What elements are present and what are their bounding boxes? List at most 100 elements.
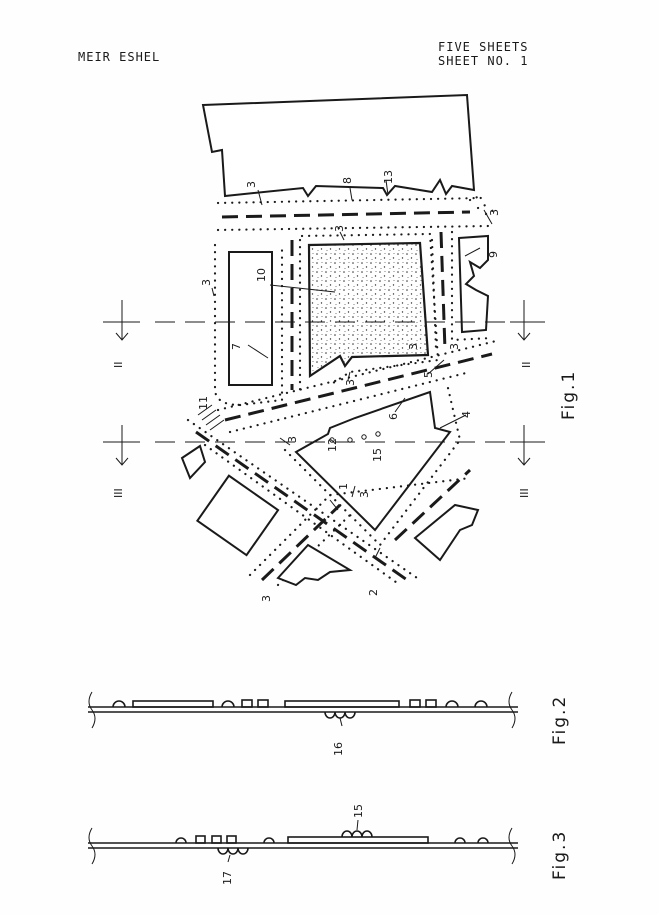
fig3-break-left	[88, 827, 96, 865]
label-7: 7	[230, 343, 243, 350]
fig2-raised-plate-2	[284, 700, 400, 708]
label-3-inner: 3	[407, 343, 420, 350]
road-dash-cross-2	[260, 503, 342, 582]
fig3-leader-15	[356, 819, 359, 831]
fig2-bump-1	[112, 700, 126, 708]
fig2-block-3	[409, 699, 421, 708]
road-dots-diag-upper	[216, 338, 502, 412]
figure-1-caption: Fig.1	[559, 370, 579, 420]
label-6: 6	[387, 413, 400, 420]
fig2-bump-4	[474, 700, 488, 708]
block-fragment-right	[413, 503, 480, 562]
figure-3-section-view	[88, 819, 518, 865]
label-10: 10	[255, 268, 268, 282]
fig2-leader-16	[339, 717, 343, 727]
section-label-iii-left: III	[112, 488, 125, 498]
label-5: 5	[422, 371, 435, 378]
fig3-under-bumps-17	[217, 847, 249, 855]
label-3-right-mid: 3	[448, 343, 461, 350]
block-fragment-left	[180, 444, 207, 480]
fig2-under-bumps-16	[324, 711, 356, 719]
label-2: 2	[367, 589, 380, 596]
fig3-bumps-15	[341, 830, 373, 838]
figure-2-section-view	[88, 691, 518, 729]
building-block-4	[294, 390, 452, 532]
fig3-bump-2	[263, 837, 275, 844]
road-dash-vertical-right	[439, 231, 447, 351]
fig2-bump-2	[221, 700, 235, 708]
road-dots-upper-right	[468, 194, 496, 216]
figure-2-caption: Fig.2	[550, 695, 570, 745]
road-dots-cross-3	[248, 476, 472, 577]
central-plaza-10	[307, 241, 430, 379]
road-dots-cross-1	[186, 418, 422, 582]
fig2-block-4	[425, 699, 437, 708]
fig2-break-right	[508, 691, 516, 729]
figure-3-caption: Fig.3	[550, 830, 570, 880]
crosswalk-11	[197, 404, 225, 431]
label-3-center: 3	[344, 379, 357, 386]
building-block-lower-left	[195, 474, 280, 557]
fig2-bump-3	[445, 700, 459, 708]
sheet-count: FIVE SHEETS	[438, 40, 529, 54]
label-17: 17	[221, 871, 234, 885]
road-dash-diag	[224, 352, 493, 422]
section-line-iii-right	[510, 425, 545, 466]
fig3-leader-17	[227, 854, 231, 863]
fig3-bump-4	[477, 837, 489, 844]
section-label-ii-left: II	[112, 362, 125, 369]
fig3-block-2	[211, 835, 222, 844]
label-15-fig3: 15	[352, 804, 365, 818]
building-block-top	[201, 93, 476, 198]
figure-1-plan-view	[103, 93, 545, 587]
fig2-raised-plate-1	[132, 700, 214, 708]
label-3-lower: 3	[358, 491, 371, 498]
label-4: 4	[460, 411, 473, 418]
marker-15a	[329, 437, 335, 443]
label-3-top: 3	[245, 181, 258, 188]
road-dots-diag-lower	[228, 370, 472, 434]
section-line-iii-left	[103, 425, 140, 466]
label-11: 11	[197, 396, 210, 410]
fig3-bump-1	[175, 837, 187, 844]
label-3-plaza: 3	[333, 225, 346, 232]
road-dots-around-7	[213, 243, 284, 407]
section-label-ii-right: II	[520, 362, 533, 369]
section-label-iii-right: III	[518, 488, 531, 498]
marker-15c	[361, 434, 367, 440]
section-line-ii-right	[510, 300, 545, 341]
road-dots-around-10	[300, 232, 440, 387]
label-3-upper-right: 3	[488, 209, 501, 216]
building-block-7	[228, 251, 273, 386]
inventor-name: MEIR ESHEL	[78, 50, 161, 64]
section-line-ii-left	[103, 300, 140, 341]
road-dots-top	[216, 196, 484, 205]
label-13: 13	[382, 170, 395, 184]
road-dash-top	[221, 210, 471, 219]
fig2-break-left	[88, 691, 96, 729]
label-1: 1	[337, 483, 350, 490]
label-3-left: 3	[200, 279, 213, 286]
leader-lines	[211, 179, 493, 559]
label-9: 9	[487, 251, 500, 258]
road-dots-top-2	[216, 224, 492, 232]
road-dots-cross-2	[203, 443, 402, 587]
label-15-fig1: 15	[371, 448, 384, 462]
label-3-triangle: 3	[286, 436, 299, 443]
block-fragment-bottom	[276, 543, 354, 587]
label-8: 8	[341, 177, 354, 184]
fig3-block-1	[195, 835, 206, 844]
fig3-bump-3	[454, 837, 466, 844]
road-dots-around-9	[450, 230, 494, 342]
fig3-break-right	[508, 827, 516, 865]
fig2-block-2	[257, 699, 269, 708]
road-dash-cross-1	[195, 430, 411, 584]
road-dash-right-down	[393, 468, 472, 542]
label-12: 12	[326, 438, 339, 452]
fig3-raised-plate	[287, 836, 429, 844]
sheet-number: SHEET NO. 1	[438, 54, 529, 68]
fig3-block-3	[226, 835, 237, 844]
marker-15d	[375, 431, 381, 437]
